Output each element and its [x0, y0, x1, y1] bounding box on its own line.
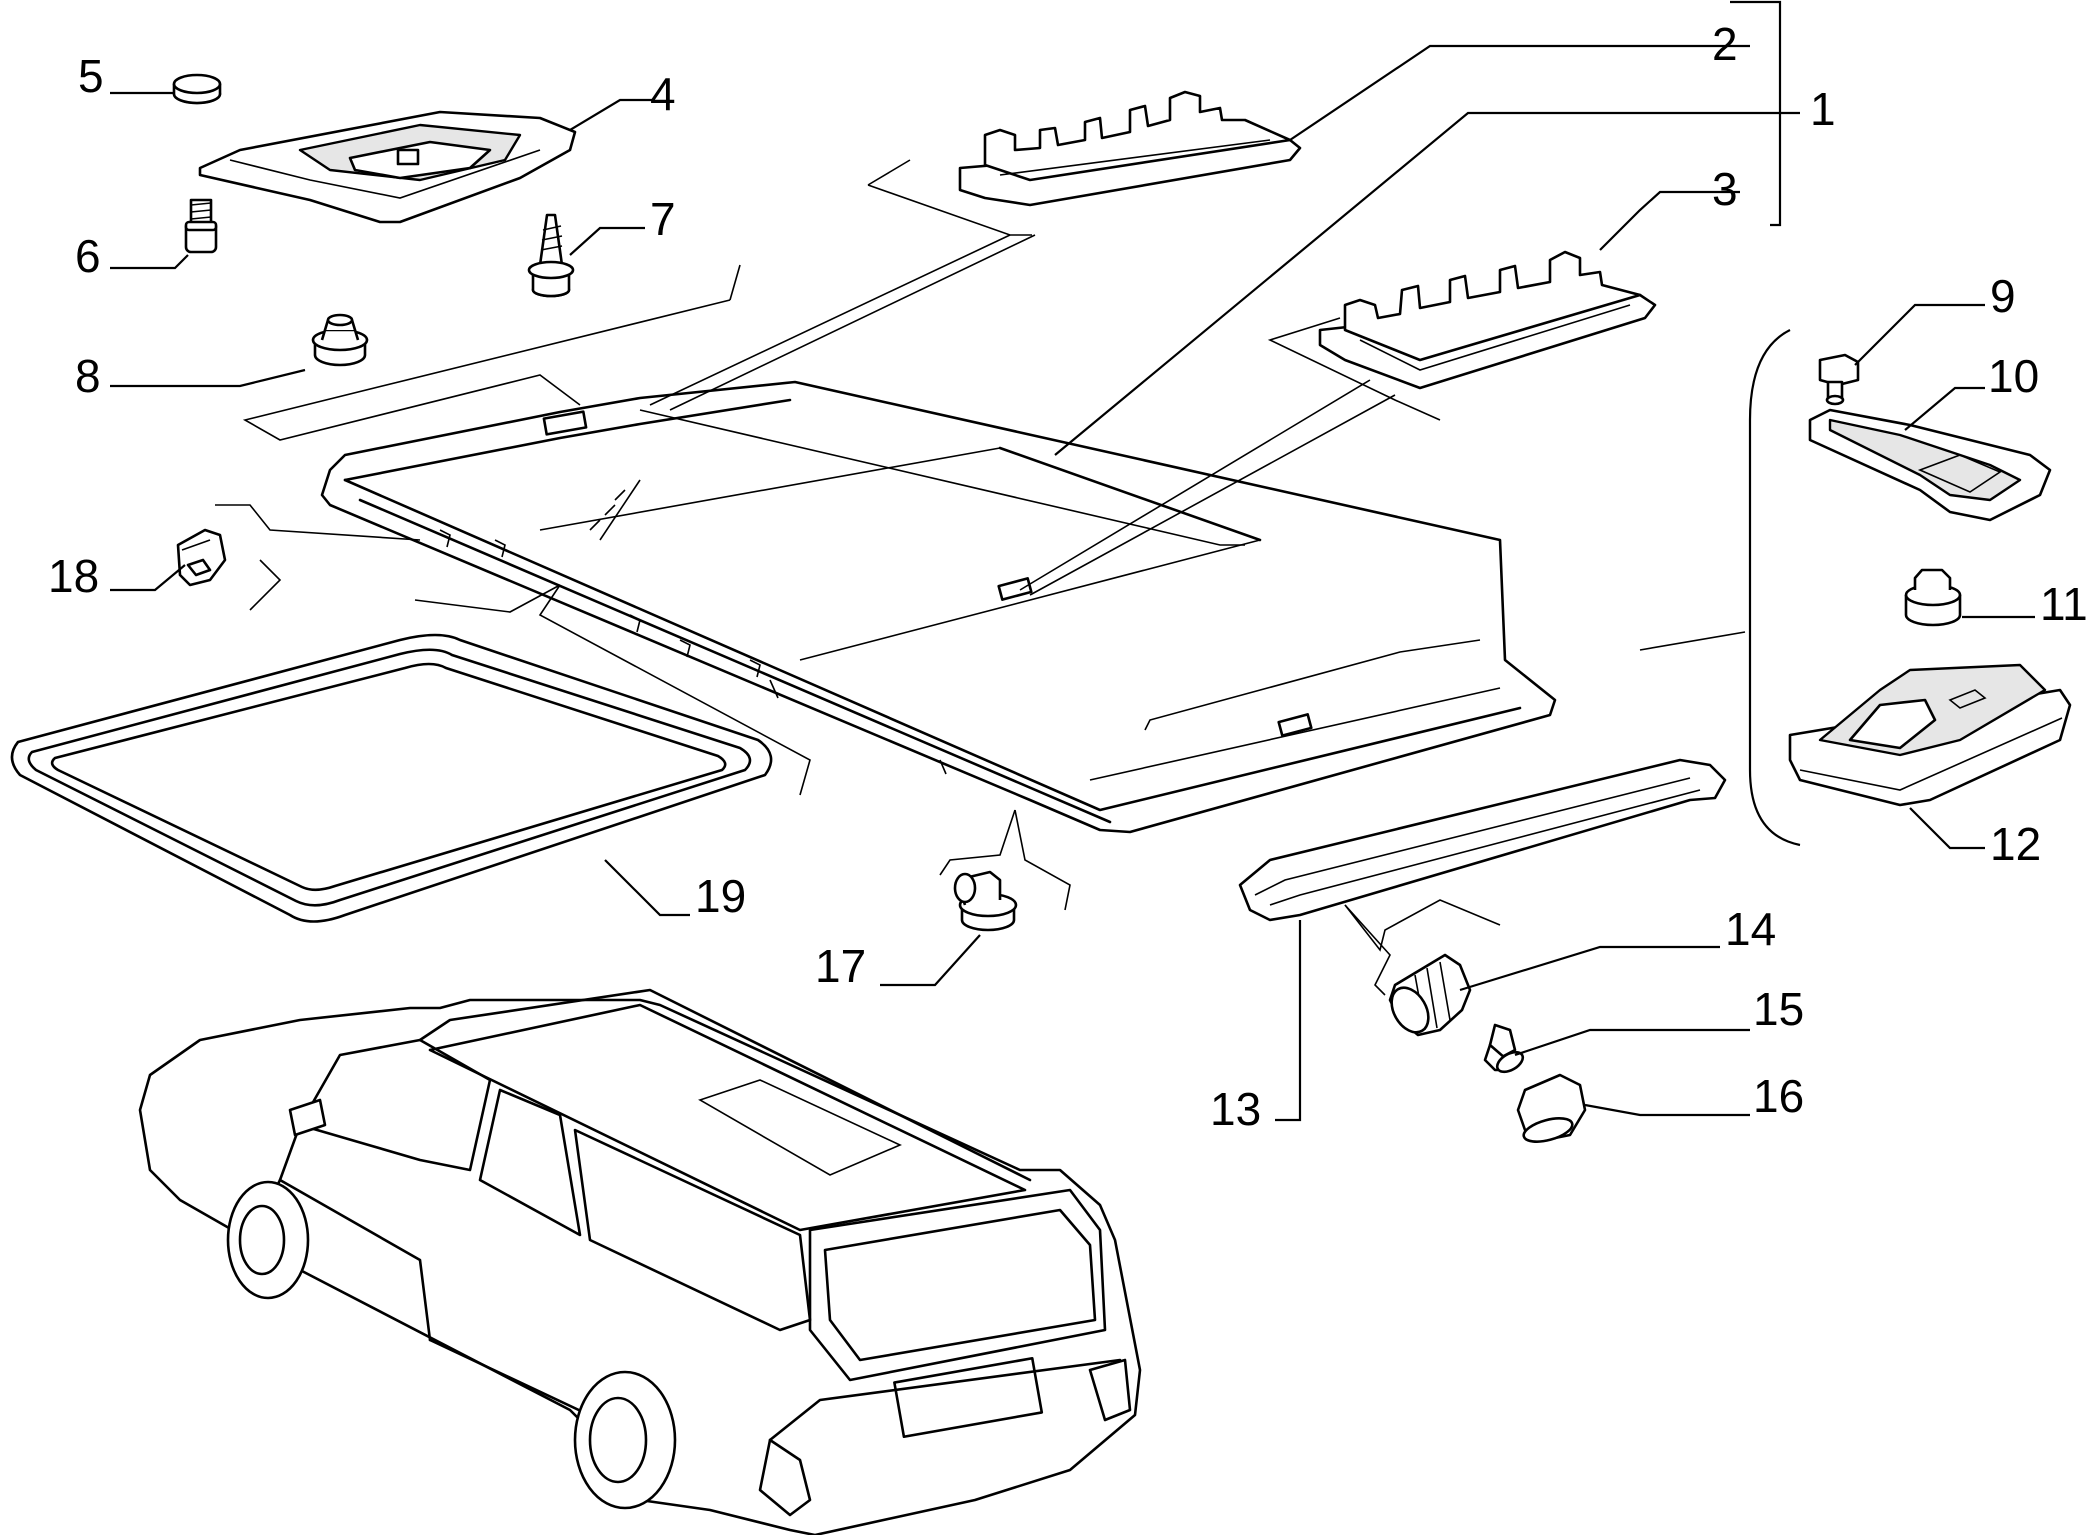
part-8-clip	[311, 313, 369, 367]
callout-8[interactable]: 8	[75, 350, 101, 402]
headliner-panel	[320, 380, 1557, 834]
part-6-screw	[184, 198, 218, 254]
part-12-lamp	[1788, 663, 2072, 807]
callout-12[interactable]: 12	[1990, 818, 2041, 870]
callout-13[interactable]: 13	[1210, 1083, 1261, 1135]
part-15-screw	[1483, 1023, 1525, 1074]
part-10-bracket	[1808, 408, 2052, 522]
callout-14[interactable]: 14	[1725, 903, 1776, 955]
callout-7[interactable]: 7	[650, 193, 676, 245]
callout-1[interactable]: 1	[1810, 83, 1836, 135]
part-4-console	[198, 110, 577, 224]
callout-labels: 1 2 3 4 5 6 7 8 9 10 11 12 13 14 15 16 1…	[48, 18, 2088, 1135]
callout-16[interactable]: 16	[1753, 1070, 1804, 1122]
part-5-nut	[172, 73, 222, 105]
callout-15[interactable]: 15	[1753, 983, 1804, 1035]
part-7-screw	[527, 213, 575, 298]
part-9-plug	[1818, 353, 1860, 406]
callout-17[interactable]: 17	[815, 940, 866, 992]
callout-11[interactable]: 11	[2040, 578, 2088, 630]
callout-4[interactable]: 4	[650, 68, 676, 120]
leader-lines	[110, 0, 2035, 1122]
callout-5[interactable]: 5	[78, 50, 104, 102]
part-18-clip	[176, 528, 227, 587]
callout-3[interactable]: 3	[1712, 163, 1738, 215]
part-2-frame	[958, 90, 1302, 207]
part-3-frame	[1318, 250, 1657, 390]
callout-2[interactable]: 2	[1712, 18, 1738, 70]
part-17-clip	[953, 870, 1018, 932]
station-wagon-car	[138, 988, 1142, 1537]
part-13-rail	[1238, 758, 1727, 922]
callout-18[interactable]: 18	[48, 550, 99, 602]
part-14-knob	[1388, 953, 1472, 1037]
part-19-seal	[10, 633, 773, 923]
callout-9[interactable]: 9	[1990, 270, 2016, 322]
callout-19[interactable]: 19	[695, 870, 746, 922]
part-11-clip	[1904, 568, 1962, 627]
callout-6[interactable]: 6	[75, 230, 101, 282]
part-16-cap	[1516, 1073, 1587, 1143]
callout-10[interactable]: 10	[1988, 350, 2039, 402]
